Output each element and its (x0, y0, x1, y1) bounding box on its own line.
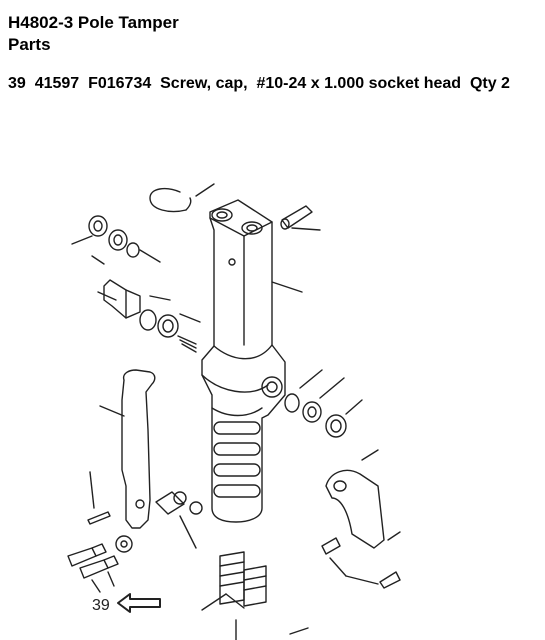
tamper-body (201, 199, 303, 523)
page-subtitle: Parts (8, 35, 51, 54)
part-description-line: 39 41597 F016734 Screw, cap, #10-24 x 1.… (8, 75, 510, 92)
hose-fittings (201, 551, 309, 640)
callout-39-screws (67, 535, 133, 593)
link-pin (87, 491, 203, 549)
callout-number: 39 (92, 597, 110, 614)
valve-assembly (91, 255, 201, 353)
retaining-clip (149, 183, 215, 213)
page-title: H4802-3 Pole Tamper (8, 13, 179, 32)
hollow-left-arrow-icon (117, 593, 161, 613)
lever-handle (89, 369, 156, 529)
washer-stack-right (284, 369, 363, 438)
pin (280, 205, 321, 231)
washer-stack-left (71, 215, 161, 263)
clamp (321, 449, 401, 589)
